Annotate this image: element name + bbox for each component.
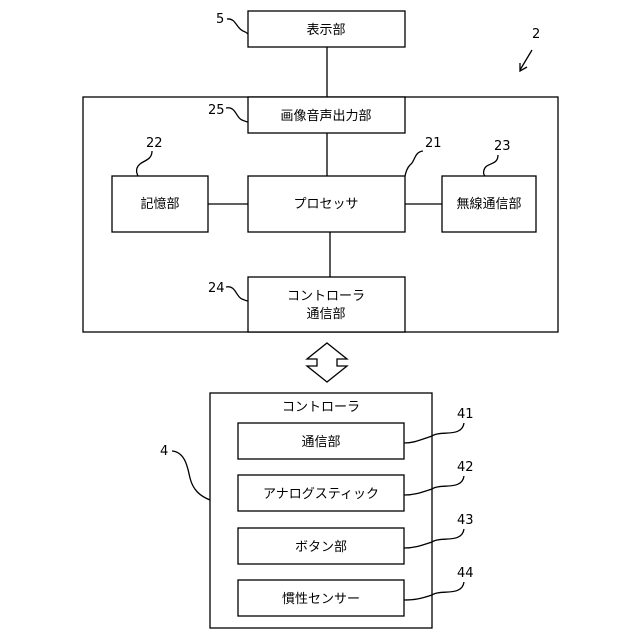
ref-av-output: 25: [208, 103, 225, 118]
ref-controller: 4: [160, 444, 168, 459]
controller-item-stick-label: アナログスティック: [263, 487, 379, 502]
ref-controller-comm: 24: [208, 281, 225, 296]
ref-wireless: 23: [494, 139, 511, 154]
controller-item-comm-label: 通信部: [301, 435, 340, 450]
controller-item-sensor-label: 慣性センサー: [282, 591, 360, 607]
memory-label: 記憶部: [140, 196, 179, 212]
ref-memory: 22: [146, 136, 163, 151]
leader-controller: [172, 451, 210, 500]
ref-system: 2: [532, 27, 540, 42]
av-output-label: 画像音声出力部: [280, 108, 371, 124]
display-label: 表示部: [306, 23, 345, 38]
controller-title: コントローラ: [282, 400, 360, 415]
controller-comm-label-1: コントローラ: [287, 289, 365, 304]
controller-item-button-label: ボタン部: [295, 540, 347, 555]
controller-comm-label-2: 通信部: [306, 307, 345, 322]
ref-controller-item-comm: 41: [457, 407, 474, 422]
controller-comm-box: [248, 277, 405, 332]
ref-controller-item-stick: 42: [457, 460, 474, 475]
ref-controller-item-sensor: 44: [457, 566, 474, 581]
ref-controller-item-button: 43: [457, 513, 474, 528]
wireless-label: 無線通信部: [456, 196, 521, 212]
bidirectional-arrow-icon: [307, 343, 347, 382]
processor-label: プロセッサ: [293, 197, 358, 212]
ref-display: 5: [216, 12, 224, 27]
ref-processor: 21: [425, 136, 442, 151]
leader-display: [227, 19, 248, 34]
